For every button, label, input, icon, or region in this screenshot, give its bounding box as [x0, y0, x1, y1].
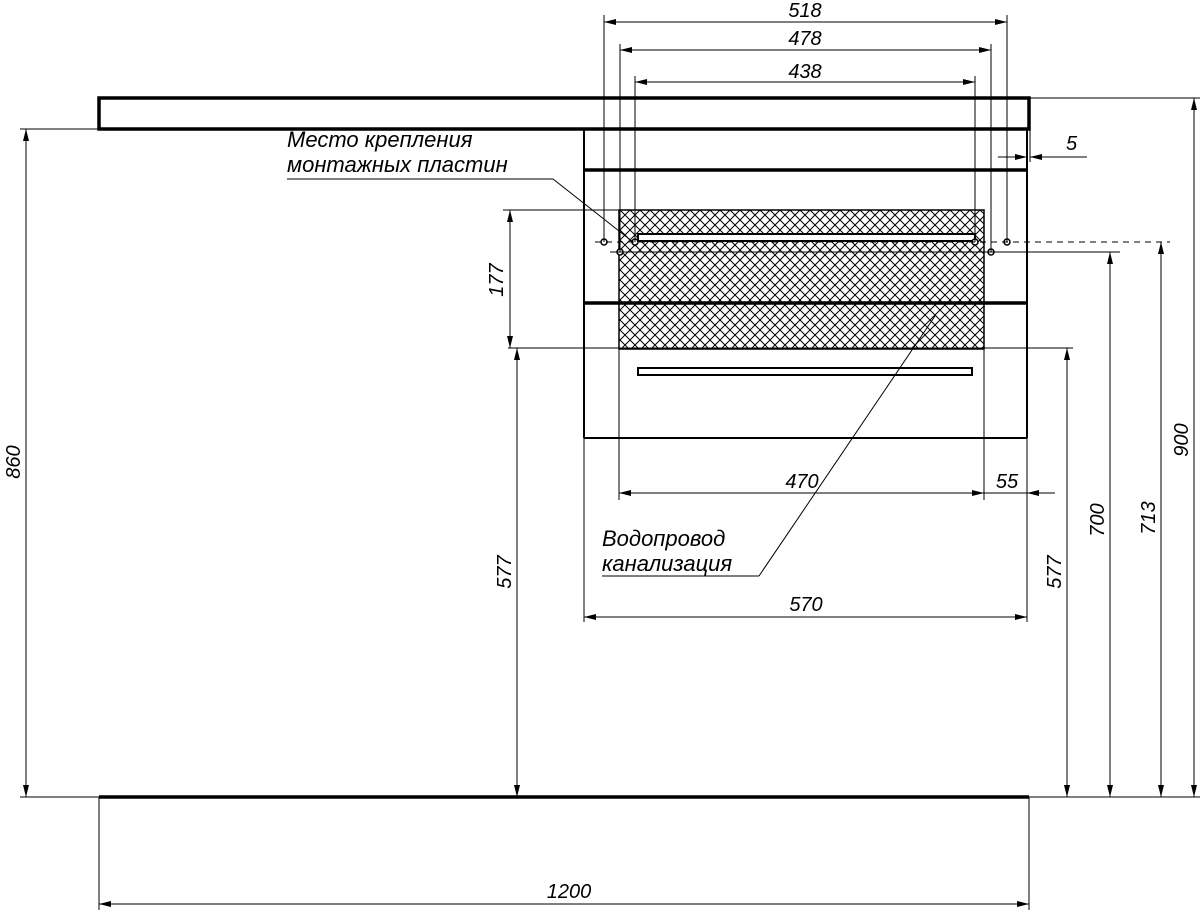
svg-text:700: 700	[1087, 503, 1109, 536]
dimension-577-right: 577	[1044, 348, 1070, 797]
dimension-55: 55	[984, 471, 1055, 496]
dimension-5: 5	[998, 129, 1087, 162]
dimension-570: 570	[583, 438, 1028, 622]
svg-text:577: 577	[1044, 554, 1066, 588]
svg-text:5: 5	[1066, 133, 1078, 155]
dimension-577-left: 577	[494, 348, 520, 797]
dimension-177: 177	[486, 209, 1073, 349]
dimension-438: 438	[634, 61, 976, 242]
svg-text:Место крепления: Место крепления	[287, 127, 473, 152]
svg-text:Водопровод: Водопровод	[602, 526, 725, 551]
dimension-470: 470	[618, 349, 985, 500]
drawer-handle	[637, 367, 973, 376]
svg-text:900: 900	[1171, 423, 1193, 456]
svg-text:монтажных пластин: монтажных пластин	[287, 152, 508, 177]
svg-text:канализация: канализация	[602, 551, 732, 576]
svg-text:860: 860	[3, 445, 25, 478]
svg-text:55: 55	[996, 471, 1019, 493]
dimension-900: 900	[1029, 97, 1200, 797]
countertop	[97, 96, 1031, 131]
svg-text:577: 577	[494, 554, 516, 588]
dimension-1200: 1200	[98, 797, 1030, 910]
mounting-plate-rail	[637, 233, 976, 242]
plumbing-zone-hatch	[618, 209, 985, 350]
dimension-860: 860	[3, 128, 99, 797]
dimension-518: 518	[603, 0, 1008, 242]
svg-text:177: 177	[486, 262, 508, 296]
svg-text:713: 713	[1138, 501, 1160, 534]
mounting-plates-callout: Место крепления монтажных пластин	[287, 127, 634, 243]
dimension-478: 478	[619, 28, 992, 252]
svg-text:518: 518	[788, 0, 821, 22]
svg-text:1200: 1200	[547, 881, 592, 903]
svg-text:470: 470	[785, 471, 818, 493]
svg-text:478: 478	[788, 28, 821, 50]
dimension-713: 713	[1138, 242, 1164, 797]
plumbing-callout: Водопровод канализация	[602, 315, 936, 577]
svg-text:438: 438	[788, 61, 821, 83]
dimension-700: 700	[1087, 252, 1113, 797]
svg-text:570: 570	[789, 594, 822, 616]
